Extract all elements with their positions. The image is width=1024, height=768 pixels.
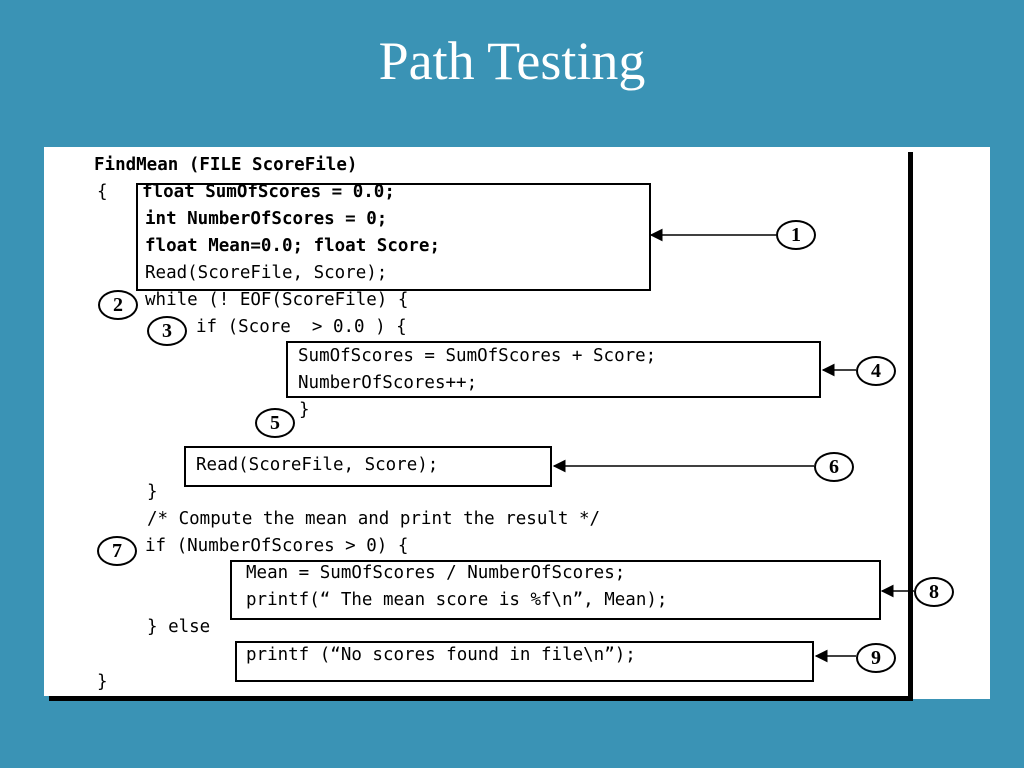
code-line-if-count: if (NumberOfScores > 0) { bbox=[145, 536, 409, 556]
code-line-comment: /* Compute the mean and print the result… bbox=[147, 509, 601, 529]
code-line-close-function: } bbox=[97, 672, 108, 692]
slide-title: Path Testing bbox=[378, 31, 646, 91]
block-8-box bbox=[230, 560, 881, 620]
node-4-marker: 4 bbox=[856, 356, 896, 386]
code-line-else: } else bbox=[147, 617, 211, 637]
code-line-printf-none: printf (“No scores found in file\n”); bbox=[246, 645, 636, 665]
code-line-close-if: } bbox=[299, 400, 310, 420]
code-line-close-while: } bbox=[147, 482, 158, 502]
block-4-box bbox=[286, 341, 821, 398]
figure-extension bbox=[908, 147, 990, 699]
code-line-if-score: if (Score > 0.0 ) { bbox=[196, 317, 407, 337]
code-line-read-loop: Read(ScoreFile, Score); bbox=[196, 455, 439, 475]
code-line-sumofscores: float SumOfScores = 0.0; bbox=[142, 182, 395, 202]
code-line-printf-mean: printf(“ The mean score is %f\n”, Mean); bbox=[246, 590, 668, 610]
open-brace: { bbox=[97, 182, 108, 202]
node-6-marker: 6 bbox=[814, 452, 854, 482]
code-listing: FindMean (FILE ScoreFile) { float SumOfS… bbox=[44, 147, 908, 696]
code-figure: FindMean (FILE ScoreFile) { float SumOfS… bbox=[44, 147, 908, 696]
code-line-compute-mean: Mean = SumOfScores / NumberOfScores; bbox=[246, 563, 626, 583]
node-8-marker: 8 bbox=[914, 577, 954, 607]
code-line-mean-score: float Mean=0.0; float Score; bbox=[145, 236, 441, 256]
node-3-marker: 3 bbox=[147, 316, 187, 346]
node-9-marker: 9 bbox=[856, 643, 896, 673]
node-7-marker: 7 bbox=[97, 536, 137, 566]
code-line-sum-update: SumOfScores = SumOfScores + Score; bbox=[298, 346, 657, 366]
block-9-box bbox=[235, 641, 814, 682]
code-line-count-increment: NumberOfScores++; bbox=[298, 373, 478, 393]
code-line-numberofscores: int NumberOfScores = 0; bbox=[145, 209, 388, 229]
function-signature: FindMean (FILE ScoreFile) bbox=[94, 155, 358, 175]
block-6-box bbox=[184, 446, 552, 487]
node-2-marker: 2 bbox=[98, 290, 138, 320]
code-line-while: while (! EOF(ScoreFile) { bbox=[145, 290, 409, 310]
code-line-read-initial: Read(ScoreFile, Score); bbox=[145, 263, 388, 283]
node-5-marker: 5 bbox=[255, 408, 295, 438]
node-1-marker: 1 bbox=[776, 220, 816, 250]
